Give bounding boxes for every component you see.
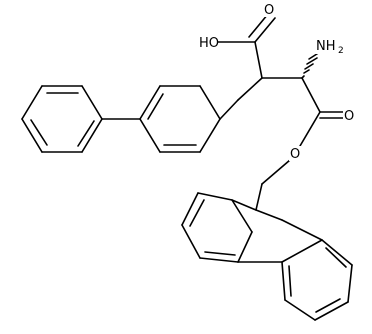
svg-text:O: O bbox=[290, 147, 300, 162]
right-phenyl-ring bbox=[139, 85, 221, 153]
svg-text:O: O bbox=[344, 109, 354, 124]
ester-oxygen-bond bbox=[299, 111, 321, 147]
fluorenyl-group bbox=[181, 192, 353, 321]
amine-label: NH 2 bbox=[315, 38, 345, 56]
svg-text:NH: NH bbox=[316, 39, 336, 54]
acid-carbonyl-bond-2 bbox=[248, 13, 269, 38]
fluorenyl-methylene-bond bbox=[255, 183, 263, 211]
acid-carbonyl-bond bbox=[254, 17, 276, 43]
acid-chain-bond bbox=[254, 41, 263, 79]
acid-oxygen-label: O bbox=[262, 2, 276, 18]
amine-hashed-wedge bbox=[301, 51, 321, 79]
ester-chain-bond bbox=[301, 77, 321, 113]
hydroxyl-label: HO bbox=[198, 34, 219, 51]
ester-oxygen-label: O bbox=[289, 146, 303, 162]
ester-carbonyl-oxygen-label: O bbox=[343, 108, 357, 124]
left-phenyl-ring bbox=[21, 85, 103, 153]
benzyl-bond bbox=[219, 99, 239, 120]
svg-text:O: O bbox=[264, 3, 274, 18]
oxymethylene-bond bbox=[261, 159, 291, 185]
svg-text:2: 2 bbox=[338, 46, 344, 56]
ch2-chain-bond bbox=[237, 77, 263, 101]
svg-text:HO: HO bbox=[199, 36, 219, 51]
